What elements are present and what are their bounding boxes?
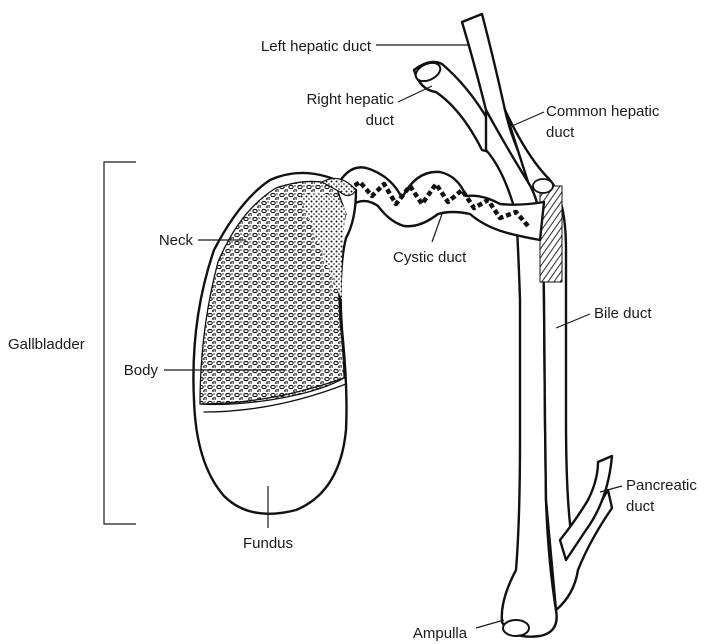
cystic-junction-opening: [533, 179, 553, 193]
label-pancreatic-duct-line2: duct: [626, 498, 655, 515]
leader-ampulla: [476, 620, 504, 628]
labels: Left hepatic duct Right hepatic duct Com…: [8, 38, 697, 642]
label-common-hepatic-duct-line1: Common hepatic: [546, 103, 660, 120]
label-neck: Neck: [159, 232, 194, 249]
label-gallbladder: Gallbladder: [8, 336, 85, 353]
leader-right-hepatic: [398, 86, 432, 102]
gallbladder-bracket: [104, 162, 136, 524]
label-ampulla: Ampulla: [413, 625, 468, 642]
gallbladder-shape-group: [193, 173, 356, 514]
label-right-hepatic-duct-line2: duct: [366, 112, 395, 129]
label-right-hepatic-duct-line1: Right hepatic: [306, 91, 394, 108]
ampulla-opening: [503, 620, 529, 636]
label-cystic-duct: Cystic duct: [393, 249, 467, 266]
label-bile-duct: Bile duct: [594, 305, 652, 322]
leader-common-hepatic: [512, 112, 544, 126]
label-left-hepatic-duct: Left hepatic duct: [261, 38, 372, 55]
label-pancreatic-duct-line1: Pancreatic: [626, 477, 697, 494]
duct-mucosa-shading: [540, 186, 562, 282]
label-body: Body: [124, 362, 159, 379]
label-fundus: Fundus: [243, 535, 293, 552]
label-common-hepatic-duct-line2: duct: [546, 124, 575, 141]
